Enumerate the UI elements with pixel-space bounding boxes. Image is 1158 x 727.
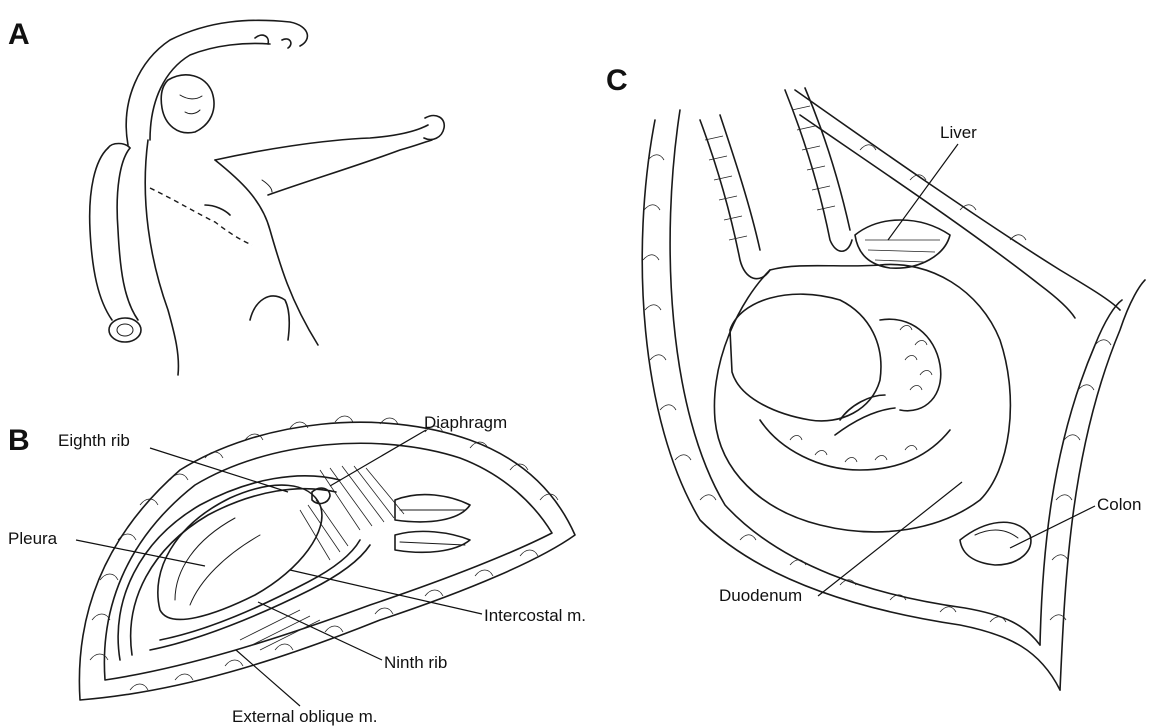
panel-c-letter: C [606,64,628,97]
label-external-oblique: External oblique m. [232,707,378,726]
leader-ninth-rib [258,602,382,660]
panel-b-figure [79,416,575,700]
leader-intercostal [290,570,482,614]
label-pleura: Pleura [8,529,58,548]
label-eighth-rib: Eighth rib [58,431,130,450]
leader-duodenum [818,482,962,596]
label-ninth-rib: Ninth rib [384,653,447,672]
label-intercostal: Intercostal m. [484,606,586,625]
panel-a-letter: A [8,18,30,51]
label-duodenum: Duodenum [719,586,802,605]
label-diaphragm: Diaphragm [424,413,507,432]
leader-liver [888,144,958,240]
label-colon: Colon [1097,495,1141,514]
label-liver: Liver [940,123,977,142]
panel-a-figure [90,20,445,375]
panel-b-letter: B [8,424,30,457]
leader-diaphragm [330,430,426,486]
panel-c-figure [642,88,1145,690]
leader-external-oblique [236,650,300,706]
